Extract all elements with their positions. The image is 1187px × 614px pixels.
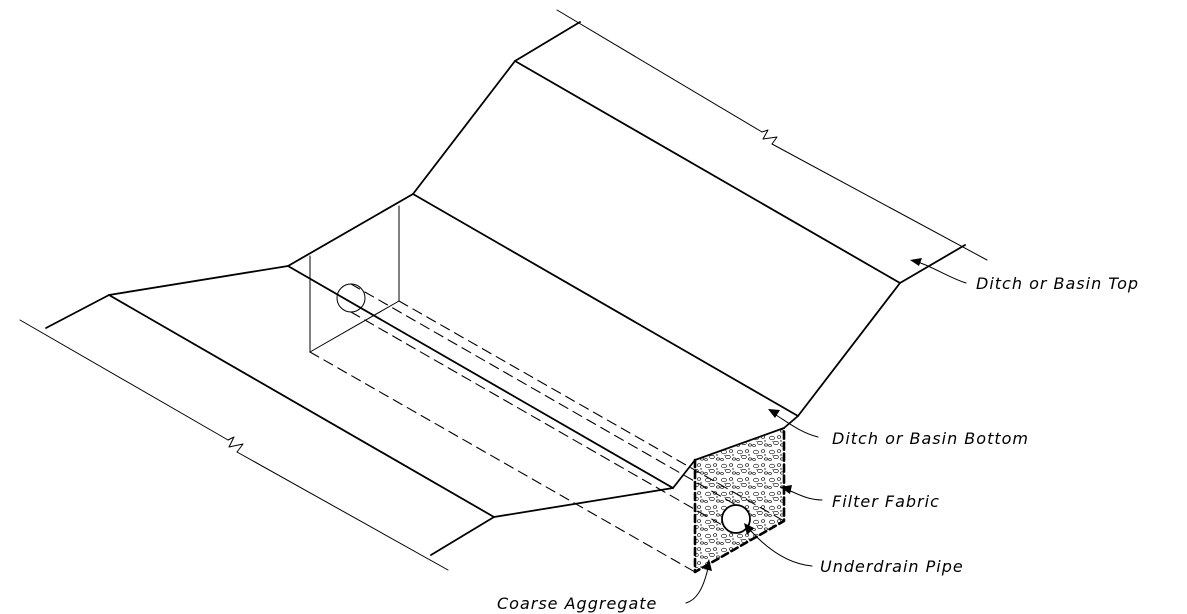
back-end-section <box>45 21 581 353</box>
back-box-bottom <box>309 300 400 353</box>
left-bank-top-edge <box>108 294 495 518</box>
arrow-ditch-bottom <box>768 409 780 418</box>
arrow-filter-fabric <box>780 485 792 494</box>
pipe-hidden-top <box>350 283 737 506</box>
top-extension-line-lower <box>771 143 988 261</box>
arrow-coarse-aggregate <box>704 559 712 571</box>
leaders <box>685 258 967 604</box>
left-slope-toe <box>287 265 674 489</box>
back-profile <box>45 21 581 329</box>
right-slope-toe <box>412 193 799 417</box>
bottom-extension-line-lower <box>236 451 449 571</box>
arrow-ditch-top <box>910 258 922 266</box>
top-extension-line <box>556 9 763 133</box>
bottom-extension-line <box>19 319 229 441</box>
underdrain-pipe-circle <box>721 504 751 534</box>
front-profile-right <box>783 244 966 429</box>
top-break-symbol <box>761 129 778 145</box>
trench-hidden-bottom <box>309 351 696 573</box>
front-end-section <box>430 244 966 574</box>
bottom-break-symbol <box>227 436 244 453</box>
label-ditch-bottom: Ditch or Basin Bottom <box>832 429 1029 448</box>
leader-underdrain-pipe <box>749 529 813 567</box>
coarse-aggregate-fill <box>695 428 784 572</box>
leader-ditch-bottom <box>775 414 819 438</box>
outer-extension-lines <box>19 9 988 571</box>
arrow-underdrain-pipe <box>744 523 754 535</box>
label-coarse-aggregate: Coarse Aggregate <box>497 594 657 613</box>
right-bank-top-edge <box>514 60 901 284</box>
leader-filter-fabric <box>787 489 823 501</box>
leader-coarse-aggregate <box>685 567 709 604</box>
trench-top-edge <box>694 427 785 461</box>
label-ditch-top: Ditch or Basin Top <box>976 274 1139 293</box>
filter-fabric-outline <box>693 426 786 574</box>
labels: Ditch or Basin Top Ditch or Basin Bottom… <box>497 274 1139 613</box>
front-profile-left <box>430 459 696 556</box>
label-filter-fabric: Filter Fabric <box>832 492 940 511</box>
label-underdrain-pipe: Underdrain Pipe <box>820 557 964 576</box>
leader-ditch-top <box>917 261 967 284</box>
pipe-hidden-bottom <box>350 311 737 534</box>
